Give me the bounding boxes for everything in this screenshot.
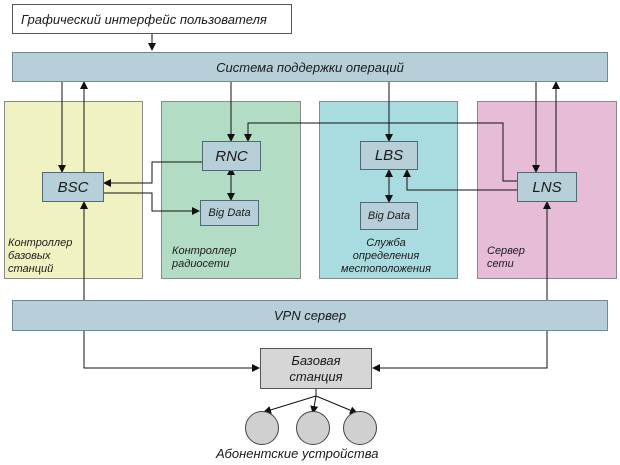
- lbs-zone-label-line: Служба: [366, 237, 406, 249]
- rnc-zone-label-line: радиосети: [172, 258, 230, 270]
- lns-zone-label-line: сети: [487, 258, 514, 270]
- rnc-node: RNC: [202, 141, 261, 171]
- bsc-zone-label-line: станций: [8, 263, 54, 275]
- lns-node-label: LNS: [532, 178, 562, 196]
- ops-support-bar: Система поддержки операций: [12, 52, 608, 82]
- bsc-node: BSC: [42, 172, 104, 202]
- ops-support-label: Система поддержки операций: [216, 59, 404, 75]
- base-station-label-line: Базовая: [291, 352, 341, 368]
- subscriber-device: [343, 411, 377, 445]
- bsc-zone-label-line: Контроллер: [8, 237, 73, 249]
- base-station-box: Базовая станция: [260, 348, 372, 389]
- lns-zone-label-line: Сервер: [487, 245, 525, 257]
- devices-caption: Абонентские устройства: [216, 446, 379, 461]
- vpn-server-label: VPN сервер: [273, 308, 347, 323]
- lbs-zone-label: Служба определения местоположения: [330, 237, 442, 276]
- rnc-node-label: RNC: [215, 147, 248, 165]
- bsc-zone-label-line: базовых: [8, 250, 51, 262]
- bigdata-lbs-node: Big Data: [360, 202, 418, 230]
- rnc-zone-label: Контроллер радиосети: [172, 245, 236, 271]
- bigdata-lbs-label: Big Data: [367, 210, 411, 222]
- bsc-zone-label: Контроллер базовых станций: [8, 237, 72, 276]
- lns-zone-label: Сервер сети: [487, 245, 525, 271]
- rnc-zone-label-line: Контроллер: [172, 245, 237, 257]
- vpn-server-bar: VPN сервер: [12, 300, 608, 331]
- subscriber-device: [296, 411, 330, 445]
- bigdata-rnc-node: Big Data: [200, 200, 259, 226]
- gui-box-label: Графический интерфейс пользователя: [21, 11, 267, 27]
- lbs-node: LBS: [360, 141, 418, 170]
- lbs-zone-label-line: определения: [352, 250, 420, 262]
- bsc-node-label: BSC: [57, 178, 89, 196]
- lbs-zone-label-line: местоположения: [341, 263, 431, 275]
- subscriber-device: [245, 411, 279, 445]
- bigdata-rnc-label: Big Data: [208, 207, 251, 219]
- base-station-label-line: станция: [289, 368, 343, 384]
- lbs-node-label: LBS: [374, 147, 404, 164]
- lns-node: LNS: [517, 172, 577, 202]
- gui-box: Графический интерфейс пользователя: [12, 4, 292, 34]
